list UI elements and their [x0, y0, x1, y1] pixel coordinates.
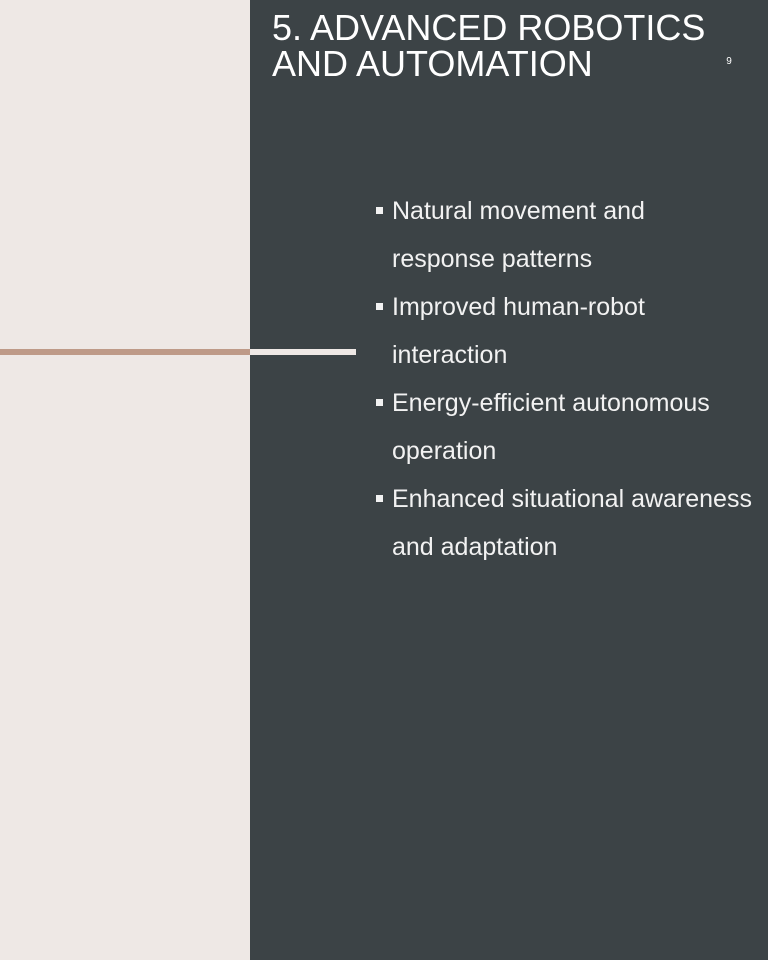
bullet-list: Natural movement and response patterns I… [374, 187, 754, 571]
square-bullet-icon [376, 495, 383, 502]
square-bullet-icon [376, 303, 383, 310]
bullet-item: Improved human-robot interaction [374, 283, 754, 379]
left-panel [0, 0, 250, 960]
accent-divider-left [0, 349, 250, 355]
square-bullet-icon [376, 399, 383, 406]
bullet-item: Enhanced situational awareness and adapt… [374, 475, 754, 571]
accent-divider-right [250, 349, 356, 355]
bullet-text: Energy-efficient autonomous operation [392, 389, 710, 465]
square-bullet-icon [376, 207, 383, 214]
content-panel [250, 0, 768, 960]
bullet-text: Natural movement and response patterns [392, 197, 645, 273]
slide-title: 5. ADVANCED ROBOTICS AND AUTOMATION [272, 7, 706, 84]
bullet-text: Enhanced situational awareness and adapt… [392, 485, 752, 561]
bullet-text: Improved human-robot interaction [392, 293, 645, 369]
bullet-item: Natural movement and response patterns [374, 187, 754, 283]
slide-number: 9 [726, 56, 732, 67]
bullet-item: Energy-efficient autonomous operation [374, 379, 754, 475]
